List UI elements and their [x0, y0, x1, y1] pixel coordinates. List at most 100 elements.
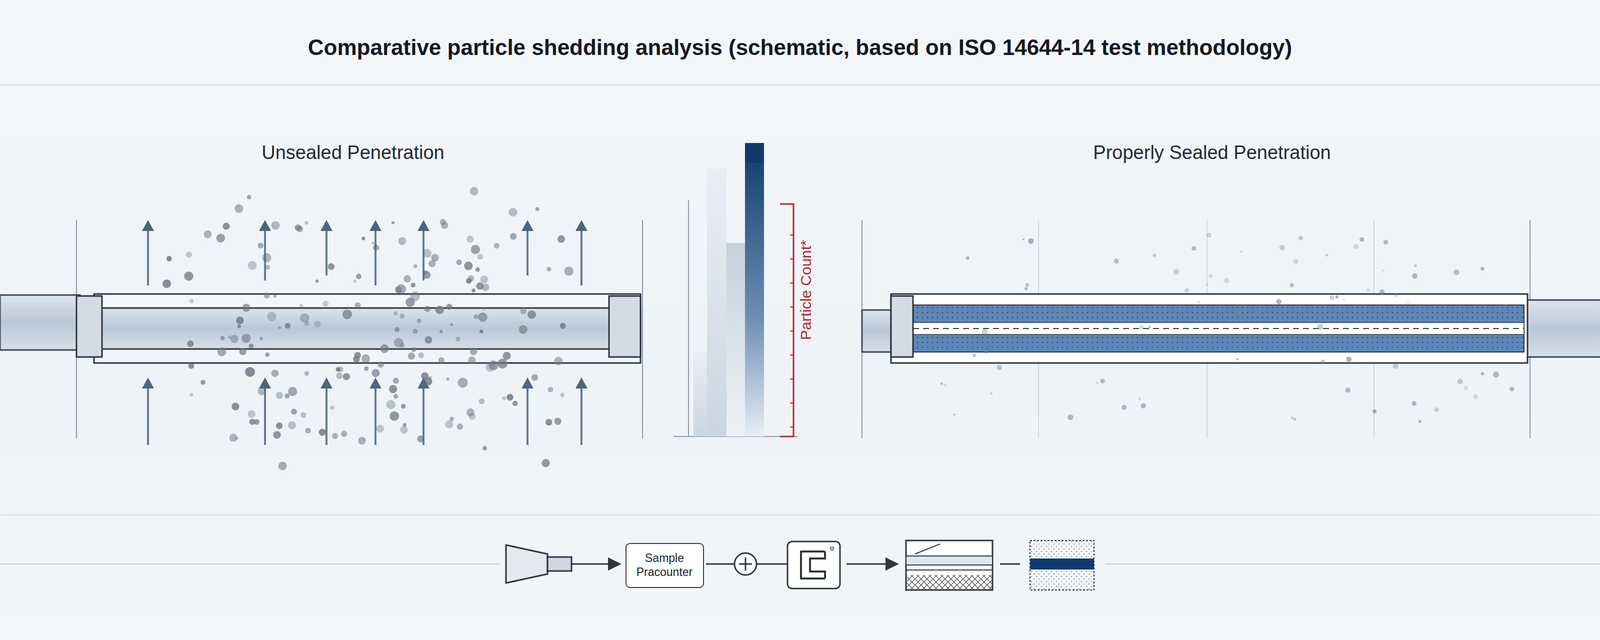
airflow-arrow	[521, 377, 534, 445]
particle	[1372, 409, 1377, 414]
particle	[220, 336, 225, 341]
particle	[446, 377, 449, 381]
particle	[1206, 283, 1208, 286]
particle	[455, 336, 461, 342]
particle	[1289, 283, 1294, 287]
particle	[485, 362, 495, 372]
particle	[512, 400, 518, 406]
particle	[248, 261, 257, 270]
particle	[400, 426, 408, 434]
particle	[189, 393, 193, 397]
particle	[328, 263, 335, 271]
particle	[285, 323, 291, 329]
particle	[204, 230, 212, 239]
particle	[984, 349, 989, 354]
particle	[403, 275, 411, 283]
particle	[973, 317, 977, 321]
particle	[245, 367, 255, 377]
particle	[389, 411, 399, 421]
particle	[376, 424, 385, 433]
particle	[940, 382, 943, 385]
particle	[337, 366, 343, 372]
particle	[322, 301, 329, 307]
particle	[1022, 238, 1024, 241]
particle	[417, 319, 422, 324]
particle	[1191, 246, 1196, 251]
particle	[166, 256, 172, 262]
particle	[418, 352, 424, 359]
particle	[1100, 378, 1105, 383]
particle	[944, 383, 947, 386]
particle	[393, 394, 399, 399]
particle	[230, 335, 239, 344]
particle	[353, 279, 357, 283]
particle	[1139, 324, 1144, 330]
particle	[341, 431, 347, 437]
particle	[1394, 293, 1399, 298]
particle	[389, 385, 397, 393]
particle	[1298, 236, 1303, 241]
particle	[237, 324, 241, 328]
particle	[262, 253, 272, 263]
particle	[456, 259, 462, 265]
particle	[982, 328, 988, 335]
particle	[1121, 405, 1127, 410]
particle	[1335, 295, 1339, 299]
particle	[1141, 403, 1146, 408]
particle	[424, 305, 430, 312]
particle	[557, 235, 565, 243]
particle	[989, 337, 992, 340]
particle	[294, 224, 301, 231]
particle	[547, 387, 553, 393]
particle	[497, 358, 508, 369]
particle	[508, 208, 517, 217]
particle	[1343, 298, 1345, 301]
particle	[1239, 347, 1243, 351]
particle	[162, 279, 171, 288]
particle	[1236, 358, 1239, 361]
particle	[1028, 238, 1034, 244]
particle	[502, 396, 506, 401]
airflow-arrow	[259, 377, 271, 445]
particle	[424, 336, 432, 344]
particle	[1320, 334, 1324, 338]
particle	[1293, 417, 1297, 421]
particle	[966, 256, 970, 260]
particle	[254, 419, 260, 425]
particle	[1025, 312, 1029, 317]
particle	[476, 282, 484, 290]
airflow-arrow	[575, 220, 588, 286]
particle	[264, 292, 270, 299]
particle	[1393, 363, 1399, 369]
particle	[466, 235, 474, 243]
particle	[535, 207, 540, 212]
particle	[1062, 310, 1068, 317]
particle	[391, 221, 395, 224]
particle	[278, 326, 281, 329]
particle	[189, 299, 194, 304]
particle	[1493, 371, 1499, 378]
particle	[1114, 258, 1119, 264]
particle	[361, 354, 370, 363]
particle	[300, 412, 306, 418]
particle	[1173, 269, 1180, 275]
particle	[1208, 274, 1213, 278]
airflow-arrow	[142, 377, 154, 445]
particle	[1184, 288, 1189, 293]
particle	[267, 312, 277, 322]
particle	[1138, 398, 1141, 401]
particle	[315, 279, 319, 283]
particle	[394, 327, 400, 332]
particle	[479, 398, 485, 405]
particle	[371, 241, 375, 245]
particle	[1206, 233, 1212, 238]
particle	[300, 313, 310, 323]
particle	[228, 335, 232, 339]
particle	[1320, 359, 1325, 364]
particle	[953, 413, 956, 416]
particle	[1382, 269, 1384, 272]
particle	[186, 251, 192, 258]
particle	[494, 243, 500, 249]
particle	[395, 286, 402, 293]
particle	[1366, 288, 1370, 292]
